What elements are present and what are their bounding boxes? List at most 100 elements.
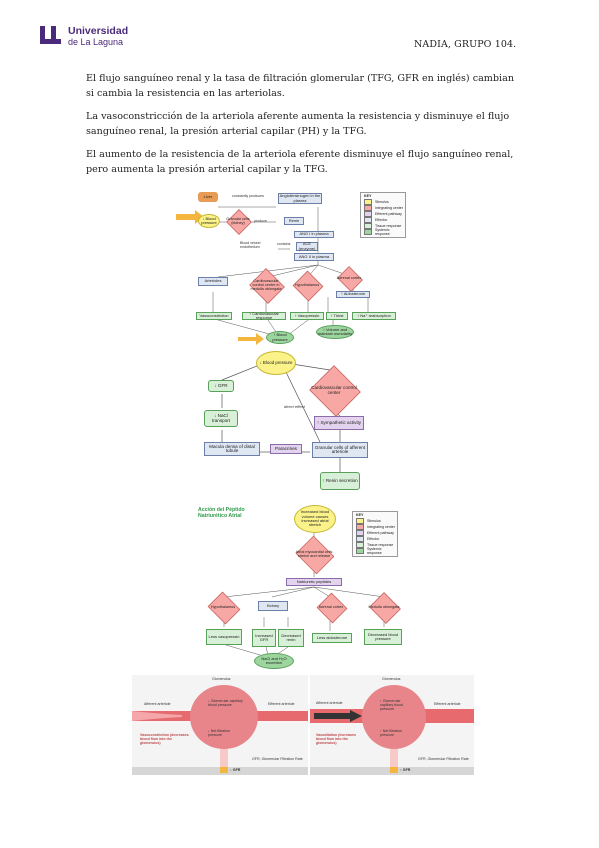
left-vasoconstriction-label: Vasoconstriction (decreases blood flow i… [140, 733, 189, 745]
vasoconstriction-node: Vasoconstriction [196, 312, 232, 320]
granular-cells-label: Granular cells (kidney) [226, 216, 250, 225]
cv-center-medulla: Cardiovascular control center in medulla… [248, 268, 285, 304]
paragraph-2: La vasoconstricción de la arteriola afer… [86, 111, 510, 137]
na-reabsorption-node: ↑ Na⁺ reabsorption [352, 312, 396, 320]
raas-key-title: KEY [364, 194, 372, 198]
key-item: Effector [361, 217, 405, 223]
less-aldosterone-node: Less aldosterone [312, 633, 352, 643]
paragraph-3: El aumento de la resistencia de la arter… [86, 149, 514, 175]
left-net-filtration-label: ↓ Net filtration pressure [208, 729, 230, 737]
blood-flow-arrow-icon [314, 710, 362, 722]
paragraph-1: El flujo sanguíneo renal y la tasa de fi… [86, 73, 515, 99]
volume-node: ↑ Volume and maintain osmolarity [316, 325, 354, 339]
glomerulus-right-drawing [310, 675, 474, 775]
anp-key: KEY Stimulus Integrating center Efferent… [352, 511, 398, 557]
right-glomerulus-label: Glomerulus [382, 677, 401, 681]
key-item: Efferent pathway [353, 530, 397, 536]
sympathetic-activity-node: ↑ Sympathetic activity [314, 416, 364, 430]
contains-label: contains [277, 242, 291, 246]
vessel-endothelium-label: Blood vessel endothelium [240, 241, 261, 249]
adrenal-label: Adrenal cortex [336, 275, 362, 280]
natriuretic-peptides-node: Natriuretic peptides [286, 578, 342, 586]
kidney-node: Kidney [258, 601, 288, 611]
liver-label: Liver [203, 193, 213, 199]
right-afferent-label: Afferent arteriole [316, 701, 343, 705]
nacl-transport-node: ↓ NaCl transport [204, 410, 238, 427]
constantly-produces-label: constantly produces [232, 194, 264, 198]
direct-effect-label: direct effect [284, 404, 305, 409]
key-item: Systemic response [353, 547, 397, 555]
response-arrow-icon [238, 333, 264, 345]
cv-control-label: Cardiovascular control center [311, 385, 357, 395]
raas-diagram: Liver constantly produces Angiotensinoge… [168, 187, 426, 350]
anp-title-line2: Natriurético Atrial [198, 513, 242, 520]
raas-key: KEY Stimulus Integrating center Efferent… [360, 192, 406, 238]
gfr-decrease-node: ↓ GFR [208, 380, 234, 392]
renin-secretion-node: ↑ Renin secretion [320, 472, 360, 490]
left-efferent-label: Efferent arteriole [268, 702, 295, 706]
anp-medulla-label: Medulla oblongata [368, 604, 400, 609]
right-net-filtration-label: ↑ Net filtration pressure [380, 729, 402, 737]
less-vasopressin-node: Less vasopressin [206, 629, 242, 645]
renin-node: Renin [284, 217, 304, 225]
key-item: Integrating center [361, 205, 405, 211]
macula-densa-node: Macula densa of distal tubule [204, 442, 260, 456]
nacl-h2o-excretion-node: NaCl and H₂O excretion [254, 653, 294, 669]
anp-key-title: KEY [356, 513, 364, 517]
glomerulus-vasoconstriction-panel: Glomerulus Afferent arteriole Efferent a… [132, 675, 308, 775]
atrial-stretch-stimulus: Increased blood volume causes increased … [294, 505, 336, 533]
aldosterone-node: ↑ Aldosterone [336, 291, 370, 298]
increased-gfr-node: Increased GFR [252, 629, 276, 647]
anp-hypothalamus-center: Hypothalamus [206, 591, 241, 625]
right-cap-pressure-label: ↑ Glomerular capillary blood pressure [380, 699, 403, 711]
right-vasodilation-label: Vasodilation (increases blood flow into … [316, 733, 356, 745]
university-logo: Universidad de La Laguna [38, 24, 148, 50]
logo-line-2: de La Laguna [68, 37, 124, 47]
key-item: Tissue response [361, 223, 405, 229]
cv-response-node: ↑ Cardiovascular response [242, 311, 286, 320]
paracrines-node: Paracrines [270, 444, 302, 454]
left-gfr-label: ↓ GFR [230, 768, 241, 772]
atrial-cells-center: Atrial myocardial cells stretch and rele… [294, 535, 335, 575]
key-item: Efferent pathway [361, 211, 405, 217]
key-item: Tissue response [353, 542, 397, 548]
key-item: Effector [353, 536, 397, 542]
bp-raised-node: ↑ Blood pressure [266, 331, 294, 344]
arterioles-node: Arterioles [198, 277, 228, 286]
key-item: Integrating center [353, 524, 397, 530]
anp-diagram: Acción del Péptido Natriurético Atrial I… [196, 505, 402, 673]
granular-cells-center: Granular cells (kidney) [226, 209, 252, 235]
low-bp-stimulus-2: ↓ Blood pressure [256, 351, 296, 375]
anp-hypothalamus-label: Hypothalamus [210, 604, 236, 609]
key-item: Stimulus [353, 518, 397, 524]
stimulus-arrow-icon [176, 210, 204, 224]
renin-secretion-diagram: ↓ Blood pressure ↓ GFR Cardiovascular co… [200, 350, 370, 495]
hypothalamus-label: Hypothalamus [294, 282, 320, 287]
author-group-label: NADIA, GRUPO 104. [414, 39, 517, 50]
adrenal-cortex-center: Adrenal cortex [336, 266, 363, 292]
left-cap-pressure-label: ↓ Glomerular capillary blood pressure [208, 699, 243, 707]
right-gfr-label: ↑ GFR [400, 768, 411, 772]
anp-adrenal-label: Adrenal cortex [318, 604, 344, 609]
granular-cells-node: Granular cells of afferent arteriole [312, 442, 368, 458]
glomerulus-left-drawing [132, 675, 308, 775]
liver-node: Liver [198, 192, 218, 202]
logo-mark-icon [40, 26, 61, 44]
thirst-node: ↑ Thirst [326, 312, 348, 320]
anp-title: Acción del Péptido Natriurético Atrial [198, 507, 245, 519]
right-gfr-abbr-label: GFR, Glomerular Filtration Rate [418, 757, 469, 761]
left-glomerulus-label: Glomerulus [212, 677, 231, 681]
left-gfr-abbr-label: GFR, Glomerular Filtration Rate [252, 757, 303, 761]
atrial-cells-label: Atrial myocardial cells stretch and rele… [295, 549, 333, 558]
decreased-renin-node: Decreased renin [278, 629, 304, 647]
ace-node: ACE (enzyme) [296, 241, 318, 251]
hypothalamus-center: Hypothalamus [292, 270, 324, 302]
angiotensinogen-node: Angiotensinogen in the plasma [278, 193, 322, 204]
glomerulus-vasodilation-panel: Glomerulus Afferent arteriole Efferent a… [310, 675, 474, 775]
anp-title-line1: Acción del Péptido [198, 507, 245, 513]
anp-adrenal-center: Adrenal cortex [316, 592, 348, 624]
produce-label: produce [254, 219, 267, 223]
low-bp-stimulus: ↓ Blood pressure [198, 214, 220, 228]
key-item: Stimulus [361, 199, 405, 205]
cv-control-center: Cardiovascular control center [308, 365, 361, 417]
